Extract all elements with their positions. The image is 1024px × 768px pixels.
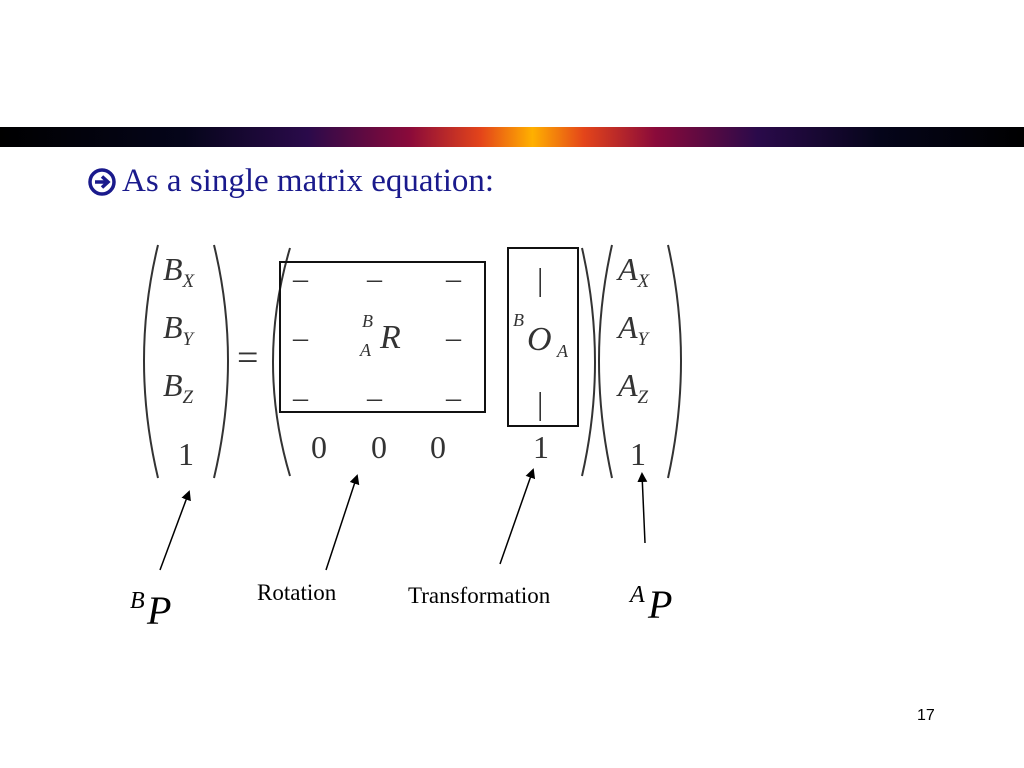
transformation-arrow	[499, 468, 536, 565]
rot-dash-8: –	[445, 381, 462, 414]
arrow-circle-bullet-icon	[88, 167, 116, 196]
matrix-left-paren	[272, 247, 291, 477]
rot-dash-5: –	[445, 321, 462, 354]
page-number: 17	[917, 707, 935, 724]
matrix-right-paren	[581, 247, 596, 477]
ap-sup: A	[628, 582, 645, 608]
bottom-zero-1: 0	[311, 429, 327, 465]
bullet-item: As a single matrix equation:	[88, 163, 494, 200]
rhs-entry-one: 1	[630, 436, 646, 472]
rhs-entry-ax: AX	[616, 251, 651, 292]
rot-dash-3: –	[445, 262, 462, 295]
rot-dash-4: –	[292, 321, 309, 354]
rhs-right-paren	[667, 244, 682, 479]
lhs-entry-bz: BZ	[163, 367, 194, 408]
origin-sub: A	[556, 341, 569, 361]
transformation-label: Transformation	[408, 583, 551, 608]
rot-dash-2: –	[366, 262, 383, 295]
rot-pre-sup: B	[362, 311, 373, 331]
translation-box	[507, 247, 579, 427]
bottom-one: 1	[533, 429, 549, 465]
rot-dash-7: –	[366, 381, 383, 414]
bp-arrow	[159, 490, 191, 571]
origin-symbol: O	[527, 321, 552, 358]
rot-symbol: R	[379, 319, 401, 356]
bp-symbol: P	[146, 588, 171, 633]
lhs-entry-by: BY	[163, 309, 196, 350]
rotation-box	[279, 261, 486, 413]
ap-arrow	[637, 472, 648, 544]
bottom-zero-2: 0	[371, 429, 387, 465]
equals-sign: =	[237, 337, 258, 379]
bottom-zero-3: 0	[430, 429, 446, 465]
rotation-arrow	[325, 474, 360, 571]
bp-sup: B	[130, 588, 145, 614]
trans-bar-top: |	[537, 261, 543, 297]
lhs-left-paren	[143, 244, 159, 479]
rhs-entry-ay: AY	[616, 309, 651, 350]
rhs-entry-az: AZ	[616, 367, 649, 408]
rot-dash-1: –	[292, 262, 309, 295]
origin-pre-sup: B	[513, 310, 524, 330]
trans-bar-bottom: |	[537, 385, 543, 421]
title-gradient-band	[0, 127, 1024, 147]
lhs-entry-bx: BX	[163, 251, 196, 292]
ap-symbol: P	[647, 582, 672, 627]
rhs-left-paren	[598, 244, 613, 479]
bullet-text: As a single matrix equation:	[122, 163, 495, 199]
rotation-label: Rotation	[257, 580, 337, 605]
lhs-right-paren	[213, 244, 229, 479]
rot-pre-sub: A	[359, 340, 372, 360]
lhs-entry-one: 1	[178, 436, 194, 472]
rot-dash-6: –	[292, 381, 309, 414]
